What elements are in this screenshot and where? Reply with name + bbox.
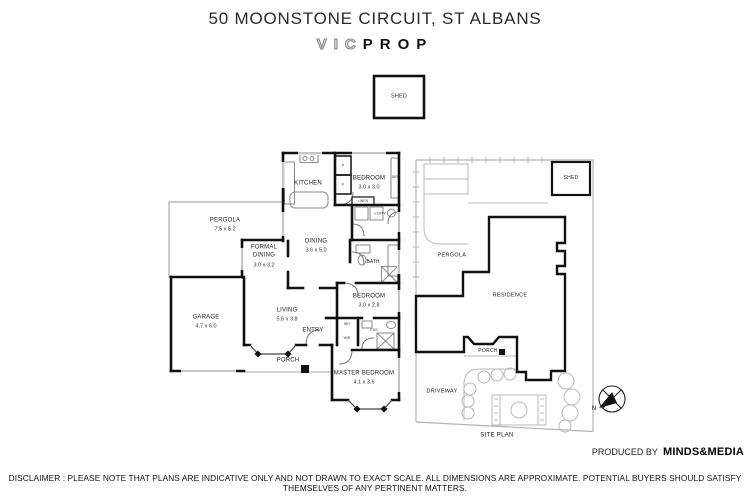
room-dims-master-bedroom: 4.1 x 3.6 [353, 379, 375, 386]
siteplan-pergola-label: PERGOLA [437, 252, 467, 259]
pantry-label: P [341, 162, 345, 168]
linen-label: LINEN [357, 198, 369, 203]
ens-label: ENS [370, 327, 378, 332]
wir-label: WIR [343, 335, 351, 340]
room-label-entry: ENTRY [302, 327, 324, 334]
producer-credit: PRODUCED BY MINDS&MEDIA [592, 446, 744, 458]
room-label-bedroom1: BEDROOM [352, 175, 386, 182]
room-label-living: LIVING [276, 307, 298, 314]
room-label-porch: PORCH [276, 357, 300, 364]
compass-north-label: N [591, 404, 597, 412]
room-label-garage: GARAGE [192, 314, 220, 321]
vicprop-logo: VICPROP [0, 35, 750, 53]
room-dims-bedroom1: 3.0 x 3.0 [358, 184, 380, 191]
siteplan-shed-label: SHED [563, 174, 579, 181]
room-label-bedroom2: BEDROOM [352, 293, 386, 300]
porch-pillar [301, 365, 309, 373]
room-label-kitchen: KITCHEN [294, 180, 322, 187]
logo-vic: VIC [316, 35, 363, 53]
page-title: 50 MOONSTONE CIRCUIT, ST ALBANS [208, 9, 542, 28]
mindsmedia-logo: MINDS&MEDIA [662, 446, 744, 458]
produced-by-text: PRODUCED BY [591, 447, 658, 457]
siteplan-boundary [413, 157, 594, 433]
room-dims-dining: 3.6 x 5.0 [305, 247, 327, 254]
room-label-bath: BATH [366, 258, 380, 265]
room-dims-garage: 4.7 x 6.0 [195, 323, 217, 330]
fridge-label: F [341, 181, 345, 187]
room-dims-living: 5.6 x 3.8 [276, 316, 298, 323]
siteplan-porch-label: PORCH [478, 347, 498, 354]
floorplan-windows [181, 151, 401, 392]
room-label-pergola: PERGOLA [209, 217, 241, 224]
room-label-dining: DINING [304, 238, 328, 245]
siteplan-residence-outline [414, 215, 567, 382]
siteplan-residence-label: RESIDENCE [492, 292, 528, 299]
room-label-laundry: L'DRY [374, 210, 386, 216]
siteplan-caption: SITE PLAN [480, 432, 514, 439]
room-dims-bedroom2: 3.0 x 2.8 [358, 302, 380, 309]
room-dims-pergola: 7.5 x 5.2 [214, 226, 236, 233]
top-shed-box [372, 74, 426, 120]
room-dims-formal-dining: 3.0 x 3.2 [253, 262, 275, 269]
siteplan-landscape [423, 163, 581, 433]
room-label-formal-dining: FORMAL DINING [250, 244, 278, 259]
room-label-master-bedroom: MASTER BEDROOM [333, 370, 395, 377]
compass-icon [598, 385, 626, 413]
bir-label-master: BIR [344, 321, 350, 326]
top-shed-label: SHED [390, 93, 408, 100]
logo-prop: PROP [362, 36, 434, 53]
bir-label-bedroom1: BIR [392, 174, 398, 179]
siteplan-shed-box [550, 160, 592, 197]
siteplan-driveway-label: DRIVEWAY [426, 388, 458, 395]
disclaimer-text: DISCLAIMER : PLEASE NOTE THAT PLANS ARE … [8, 473, 742, 493]
bay-windows [249, 344, 393, 413]
